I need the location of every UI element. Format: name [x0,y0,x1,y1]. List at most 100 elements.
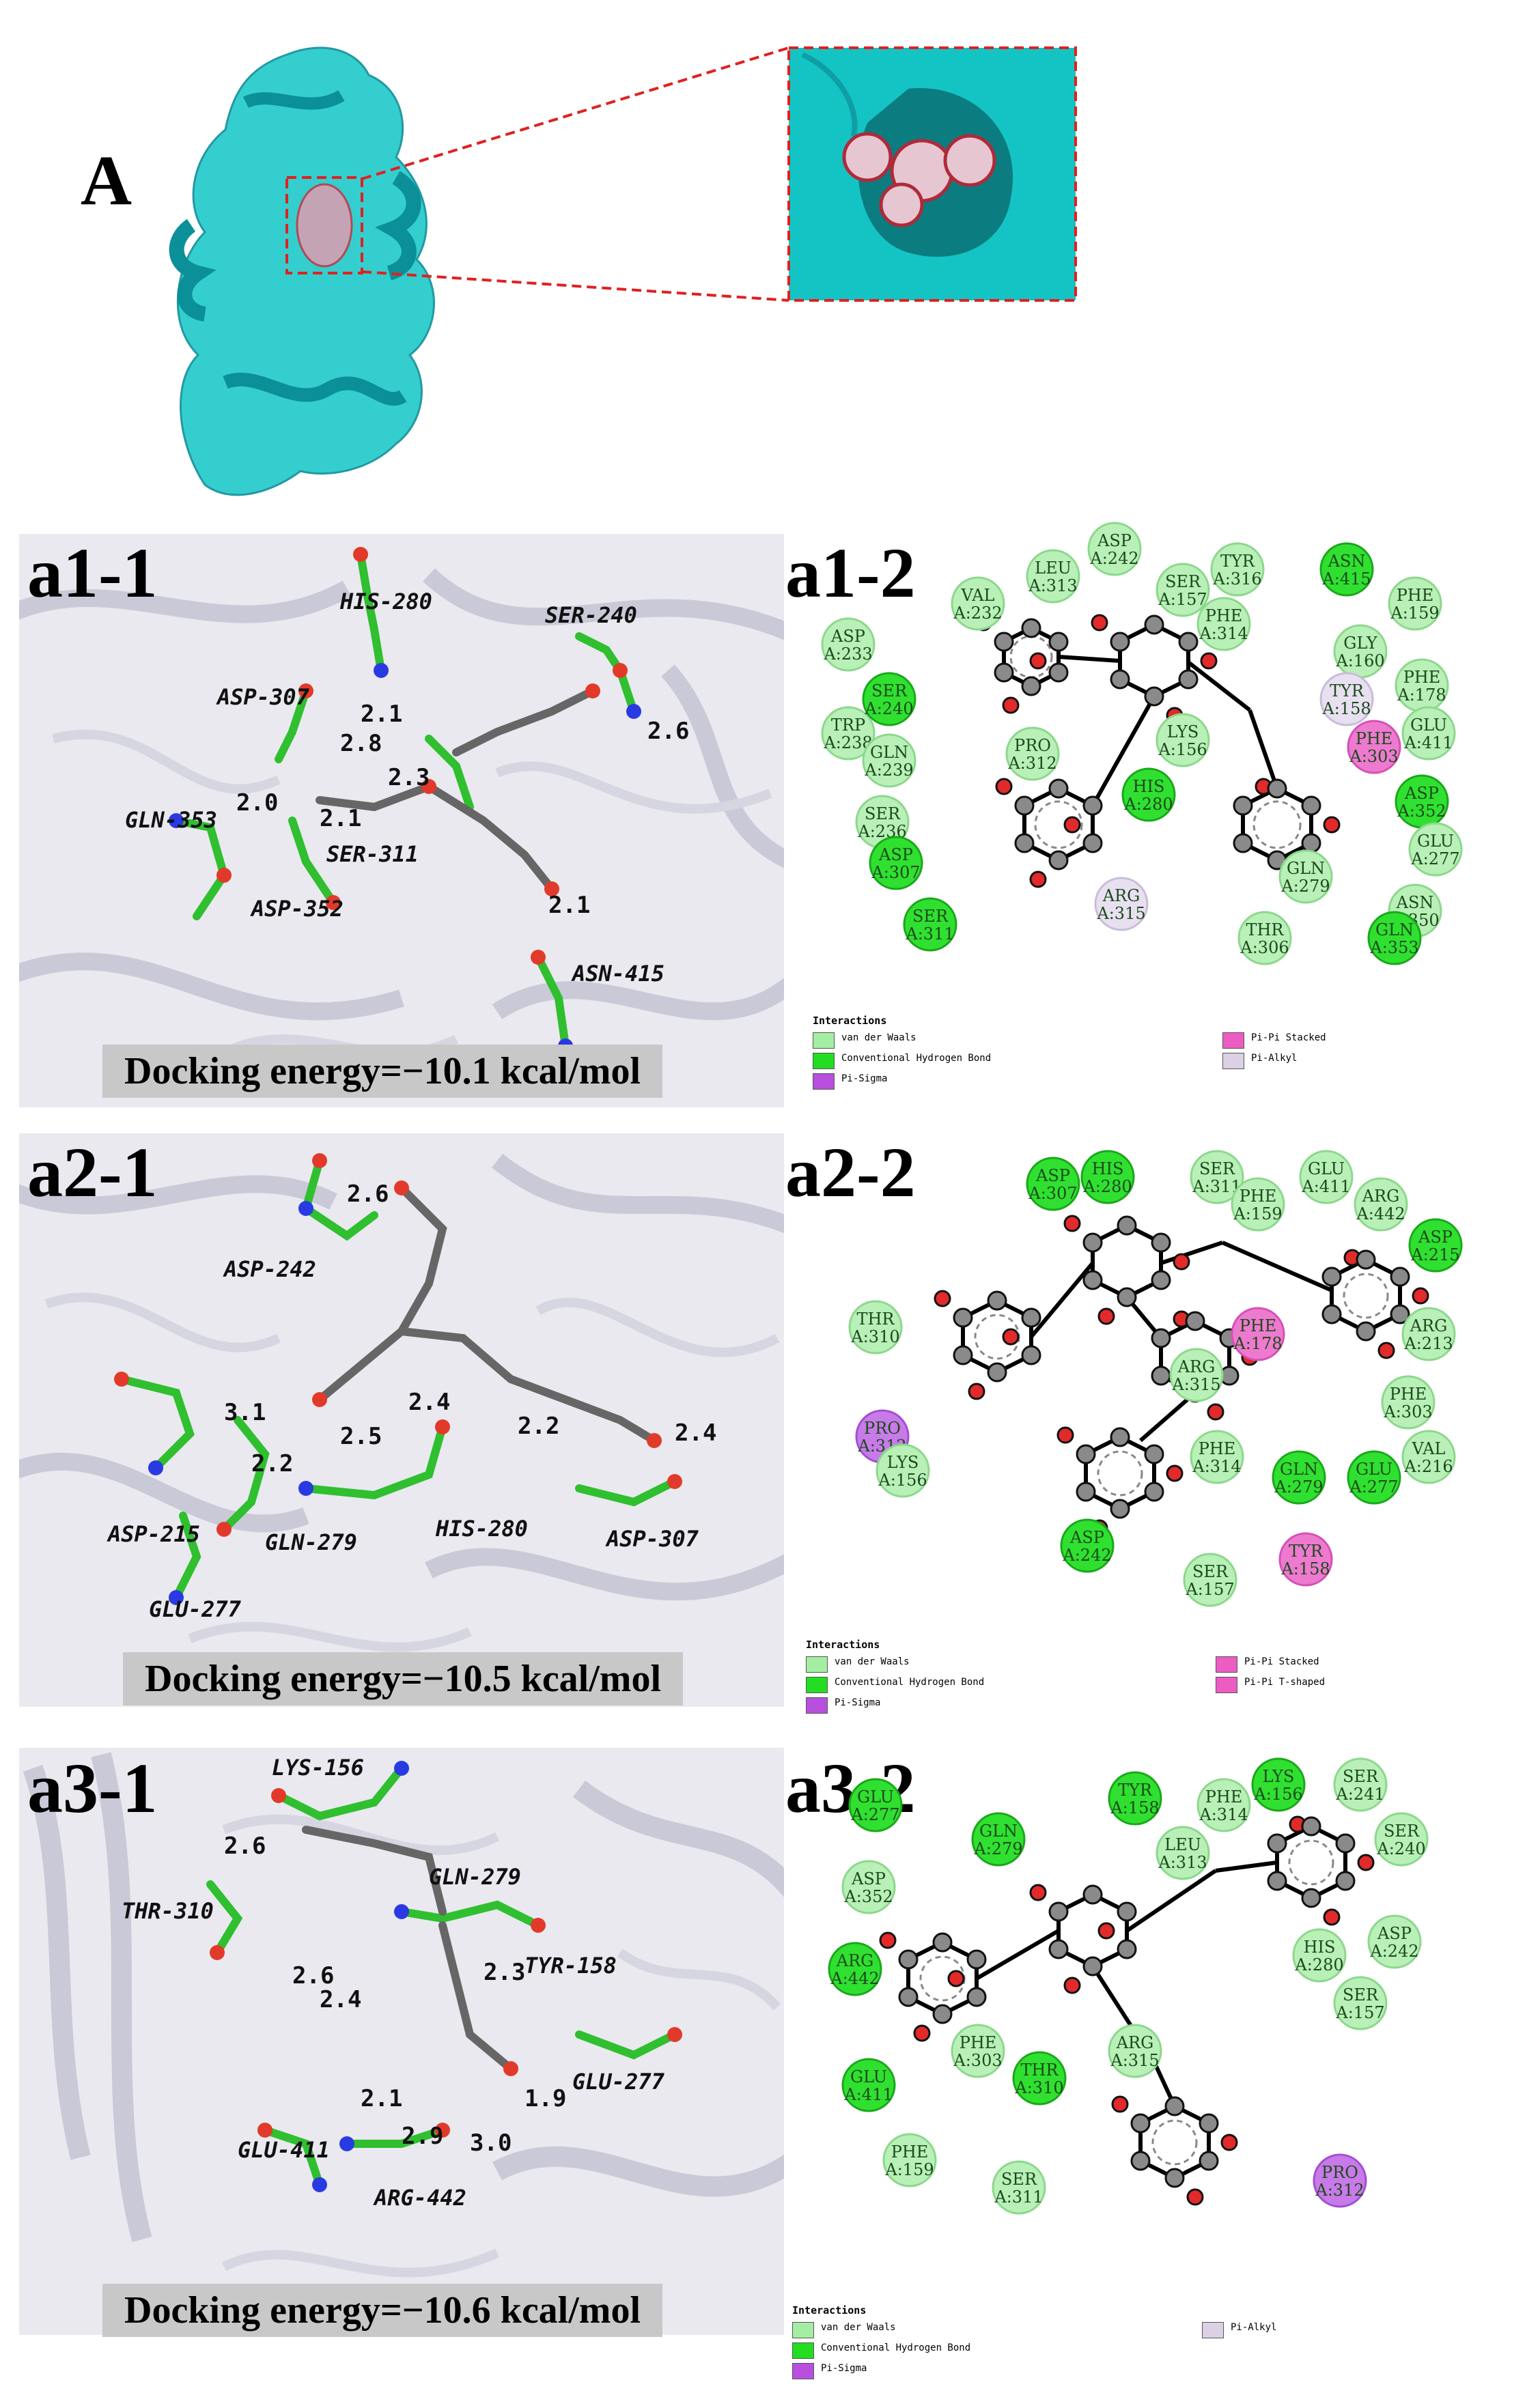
residue-name-a1-3: SER [1165,572,1201,591]
ligand-atom-a3-2-0 [1267,1833,1287,1854]
residue-name-a1-22: GLU [1417,832,1454,851]
residue-bubble-a2-15 [1272,1450,1326,1505]
ligand-atom-a3-1-1 [1082,1884,1103,1905]
residue-id-a1-1: A:313 [1028,576,1077,595]
ligand-atom-a2-1-1 [1117,1215,1137,1236]
dist-a1-5: 2.1 [320,805,361,832]
residue-bubble-a1-0 [1087,522,1142,576]
residue-id-a2-0: A:280 [1082,1177,1132,1196]
legend-swatch-a3-0 [792,2322,814,2338]
ligand-oxygen-a2-4-2 [1166,1464,1184,1482]
legend-label-a2-1: Conventional Hydrogen Bond [835,1677,985,1688]
residue-bubble-a1-11 [821,706,876,761]
residue-name-a1-0: ASP [1097,531,1132,550]
residue-bubble-a3-14 [1108,2024,1162,2078]
residue-name-a2-19: TYR [1289,1542,1324,1561]
residue-name-a2-13: LYS [887,1453,919,1472]
ligand-atom-a1-3-2 [1301,795,1321,816]
legend-title-a2: Interactions [806,1639,880,1651]
residue-name-a1-10: PHE [1403,668,1441,687]
ligand-atom-a1-3-1 [1267,778,1287,799]
residue-name-a3-15: GLU [850,2067,887,2086]
ligand-atom-a2-4-2 [1144,1444,1164,1464]
residue-id-a3-14: A:315 [1110,2051,1159,2070]
dist-a3-3: 2.3 [484,1959,525,1986]
interaction-diagram-a1: ASPA:242LEUA:313TYRA:316SERA:157ASNA:415… [821,522,1463,965]
legend-label-a1-0: van der Waals [841,1032,916,1043]
residue-bubble-a2-9 [1401,1307,1456,1361]
residue-id-a1-8: A:233 [823,645,872,664]
residue-id-a1-23: A:307 [871,863,920,882]
legend-swatch-a3-3 [1202,2322,1224,2338]
ligand-oxygen-a3-3-0 [1111,2095,1129,2113]
residue-bubble-a1-18 [1347,720,1401,774]
ligand-atom-a1-1-2 [1178,632,1199,652]
residue-bubble-a1-7 [1388,576,1442,631]
residue-bubble-a2-6 [1408,1218,1463,1273]
residue-bubble-a3-17 [882,2133,937,2187]
legend-label-a2-2: Pi-Sigma [835,1697,881,1708]
res3d-a2-3: HIS-280 [435,1516,528,1542]
residue-id-a1-6: A:314 [1199,624,1248,643]
residue-bubble-a3-11 [1333,1976,1388,2030]
residue-id-a3-8: A:352 [843,1887,893,1906]
residue-name-a1-29: GLN [1375,920,1414,939]
residue-id-a2-19: A:158 [1280,1559,1330,1578]
res3d-a3-5: GLU-411 [238,2137,330,2163]
residue-bubble-a3-2 [848,1778,903,1832]
residue-id-a2-15: A:279 [1274,1477,1323,1497]
ligand-atom-a2-0-4 [987,1362,1007,1383]
residue-name-a1-18: PHE [1356,729,1393,748]
ligand-atom-a3-3-1 [1164,2096,1185,2116]
res3d-a1-0: HIS-280 [339,589,432,614]
ligand-atom-a3-0-2 [966,1949,987,1970]
residue-bubble-a2-13 [876,1443,930,1498]
residue-id-a1-13: A:158 [1321,699,1371,718]
res3d-a3-1: GLN-279 [429,1864,521,1890]
ligand-oxygen-a1-1-0 [1091,614,1108,632]
ligand-oxygen-a3-0-0 [879,1931,897,1949]
ligand-atom-a2-3-2 [1390,1266,1410,1287]
dist-a3-1: 2.6 [292,1962,334,1989]
residue-id-a2-18: A:242 [1062,1546,1111,1565]
ligand-oxygen-a3-0-2 [947,1970,965,1987]
residue-name-a2-18: ASP [1069,1528,1104,1547]
ligand-oxygen-a1-3-2 [1323,816,1341,834]
residue-id-a1-26: A:315 [1096,904,1145,923]
residue-name-a1-21: HIS [1133,777,1165,796]
dist-a2-5: 2.4 [675,1419,716,1447]
res3d-a1-2: ASP-307 [216,684,310,710]
residue-name-a1-7: PHE [1397,586,1434,605]
residue-id-a1-28: A:306 [1240,938,1289,957]
res3d-a2-0: ASP-242 [223,1256,316,1282]
residue-name-a3-3: TYR [1118,1781,1153,1800]
residue-bubble-a3-7 [1374,1812,1429,1867]
residue-name-a3-18: SER [1001,2170,1037,2189]
residue-id-a3-15: A:411 [843,2085,893,2104]
residue-id-a1-22: A:277 [1410,849,1459,868]
ligand-atom-a3-0-5 [898,1987,919,2007]
residue-bubble-a3-16 [1012,2051,1067,2106]
residue-name-a1-27: SER [912,907,949,926]
dist-a3-6: 3.0 [470,2129,512,2157]
ligand-atom-a1-0-5 [994,662,1014,683]
residue-id-a1-5: A:232 [953,604,1002,623]
legend-title-a3: Interactions [792,2304,867,2317]
residue-name-a3-1: SER [1343,1767,1379,1786]
label-a2-1: a2-1 [27,1133,158,1212]
dist-a3-5: 2.9 [402,2123,443,2150]
residue-id-a1-9: A:160 [1335,651,1384,670]
ligand-atom-a2-3-0 [1321,1266,1342,1287]
legend-swatch-a3-2 [792,2363,814,2379]
ligand-atom-a1-2-4 [1048,850,1069,870]
